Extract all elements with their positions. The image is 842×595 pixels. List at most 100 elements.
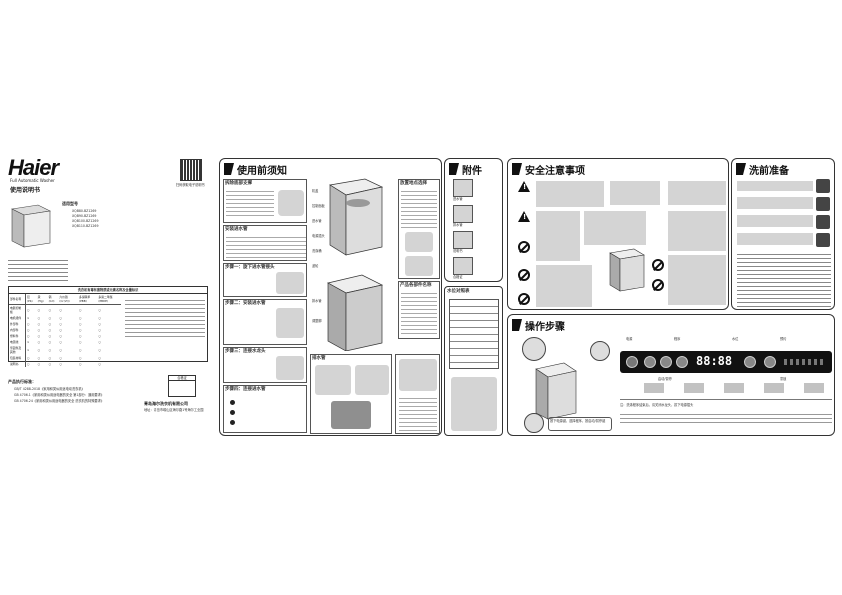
- start-pause-button[interactable]: [744, 356, 756, 368]
- company-address: 地址：青岛市崂山区海尔路1号海尔工业园: [144, 408, 204, 412]
- block-title: 产品各部件名称: [400, 283, 432, 288]
- tr-3: 内部件: [9, 327, 26, 333]
- preset-button[interactable]: [676, 356, 688, 368]
- standards-title: 产品执行标准：: [8, 379, 36, 384]
- accessory-label: 进水管: [453, 197, 463, 201]
- safety-text-block: [668, 181, 726, 205]
- accessory-label: 合格证: [453, 275, 463, 279]
- block-title: 步骤一：旋下进水管接头: [225, 265, 275, 270]
- th-0: 部件名称: [9, 294, 26, 305]
- product-title-cn: 使用说明书: [10, 187, 41, 194]
- warning-icon: [518, 211, 530, 222]
- block-step3: 步骤三：连接水龙头: [223, 347, 307, 383]
- tr-1: 电机组件: [9, 315, 26, 321]
- prohibited-icon: [652, 279, 664, 291]
- part-label-3: 电源插头: [312, 234, 325, 238]
- callout-power: 电源: [626, 337, 633, 341]
- prep-item: [737, 181, 813, 191]
- callout-start-pause: 启动/暂停: [658, 377, 672, 381]
- part-label-7: 调整脚: [312, 319, 322, 323]
- zoom-circle-lid: [524, 413, 544, 433]
- block-title: 安装进水管: [225, 227, 248, 232]
- brand-logo: Haier: [8, 155, 59, 180]
- heading-pre-wash: 洗前准备: [736, 162, 789, 177]
- prep-item: [737, 233, 813, 245]
- heading-text: 操作步骤: [525, 321, 565, 333]
- tr-6: 紧固件及其他: [9, 345, 26, 355]
- washer-illustration: [8, 199, 52, 249]
- tr-5: 电源线: [9, 339, 26, 345]
- heading-before-use: 使用前须知: [224, 162, 287, 177]
- safety-text-block: [584, 211, 646, 245]
- th-6: 多溴二苯醚 (PBDE): [98, 295, 113, 303]
- water-level-illustration: [451, 377, 497, 431]
- block-water-level-tips: [395, 354, 440, 434]
- safety-text-block: [668, 255, 726, 305]
- water-level-table: [449, 299, 499, 369]
- safety-text-block: [610, 181, 660, 205]
- prep-item: [737, 215, 813, 227]
- panel-water-level: 水位对照表: [444, 286, 503, 436]
- heading-operation: 操作步骤: [512, 318, 565, 333]
- block-place-selection: 放置地点选择: [398, 179, 440, 279]
- block-title: 步骤二：安装进水管: [225, 301, 266, 306]
- model-2: XQB100-BZ1269: [72, 219, 99, 223]
- panel-before-use: 使用前须知 拆除底部支撑 安装进水管 步骤一：旋下进水管接头 步骤二：安装进水管…: [219, 158, 442, 436]
- panel-safety: 安全注意事项: [507, 158, 729, 310]
- accessory-item-2: 说明书: [453, 231, 495, 255]
- model-0: XQB80-BZ1269: [72, 209, 97, 213]
- prohibited-icon: [652, 259, 664, 271]
- callout-notes: [624, 383, 832, 393]
- safety-text-block: [536, 265, 592, 307]
- tr-8: 说明书: [9, 361, 26, 367]
- block-title: 放置地点选择: [400, 181, 427, 186]
- accessory-label: 说明书: [453, 249, 463, 253]
- heading-accessories: 附件: [449, 162, 482, 177]
- company-name: 青岛海尔洗衣机有限公司: [144, 401, 188, 406]
- program-button[interactable]: [644, 356, 656, 368]
- model-1: XQB90-BZ1269: [72, 214, 97, 218]
- power-button[interactable]: [626, 356, 638, 368]
- panel-pre-wash: 洗前准备: [731, 158, 835, 310]
- part-label-1: 控制面板: [312, 204, 325, 208]
- operation-fineprint: [620, 411, 832, 425]
- tr-7: 包装材料: [9, 355, 26, 361]
- prohibited-icon: [518, 293, 530, 305]
- accessory-item-3: 合格证: [453, 257, 495, 281]
- water-level-button[interactable]: [660, 356, 672, 368]
- panel-accessories: 附件 进水管 排水管 说明书 合格证: [444, 158, 503, 282]
- block-parts-names: 产品各部件名称: [398, 281, 440, 339]
- safety-text-block: [536, 181, 604, 207]
- safety-text-block: [536, 211, 580, 261]
- zoom-circle-outlet: [522, 337, 546, 361]
- child-lock-button[interactable]: [764, 356, 776, 368]
- block-title: 步骤四：连接进水管: [225, 387, 266, 392]
- prep-icon: [816, 233, 830, 247]
- accessory-item-0: 进水管: [453, 179, 495, 203]
- prep-notes: [737, 251, 831, 307]
- heading-safety: 安全注意事项: [512, 162, 585, 177]
- block-step1: 步骤一：旋下进水管接头: [223, 263, 307, 297]
- prep-icon: [816, 179, 830, 193]
- prep-icon: [816, 197, 830, 211]
- model-3: XQB110-BZ1269: [72, 224, 99, 228]
- accessory-item-1: 排水管: [453, 205, 495, 229]
- heading-text: 安全注意事项: [525, 165, 585, 177]
- substance-grid: 部件名称 铅 (Pb) 汞 (Hg) 镉 (Cd) 六价铬 (Cr(VI)) 多…: [9, 294, 121, 367]
- block-step2: 步骤二：安装进水管: [223, 299, 307, 345]
- prohibited-icon: [518, 241, 530, 253]
- heading-text: 使用前须知: [237, 165, 287, 177]
- heading-text: 附件: [462, 165, 482, 177]
- part-label-0: 机盖: [312, 189, 319, 193]
- block-title: 拆除底部支撑: [225, 181, 252, 186]
- callout-child-lock: 童锁: [780, 377, 787, 381]
- block-inlet-hose: 安装进水管: [223, 225, 307, 261]
- product-title-en: Full Automatic Washer: [10, 178, 55, 183]
- heading-text: 洗前准备: [749, 165, 789, 177]
- part-label-5: 波轮: [312, 264, 319, 268]
- qr-label: 扫码获取电子说明书: [176, 183, 205, 187]
- block-title: 排水管: [312, 356, 326, 361]
- prep-icon: [816, 215, 830, 229]
- cover-page: Haier Full Automatic Washer 使用说明书 扫码获取电子…: [0, 155, 215, 435]
- substance-table-title: 洗衣机有毒有害物质或元素名称及含量标识: [9, 287, 207, 295]
